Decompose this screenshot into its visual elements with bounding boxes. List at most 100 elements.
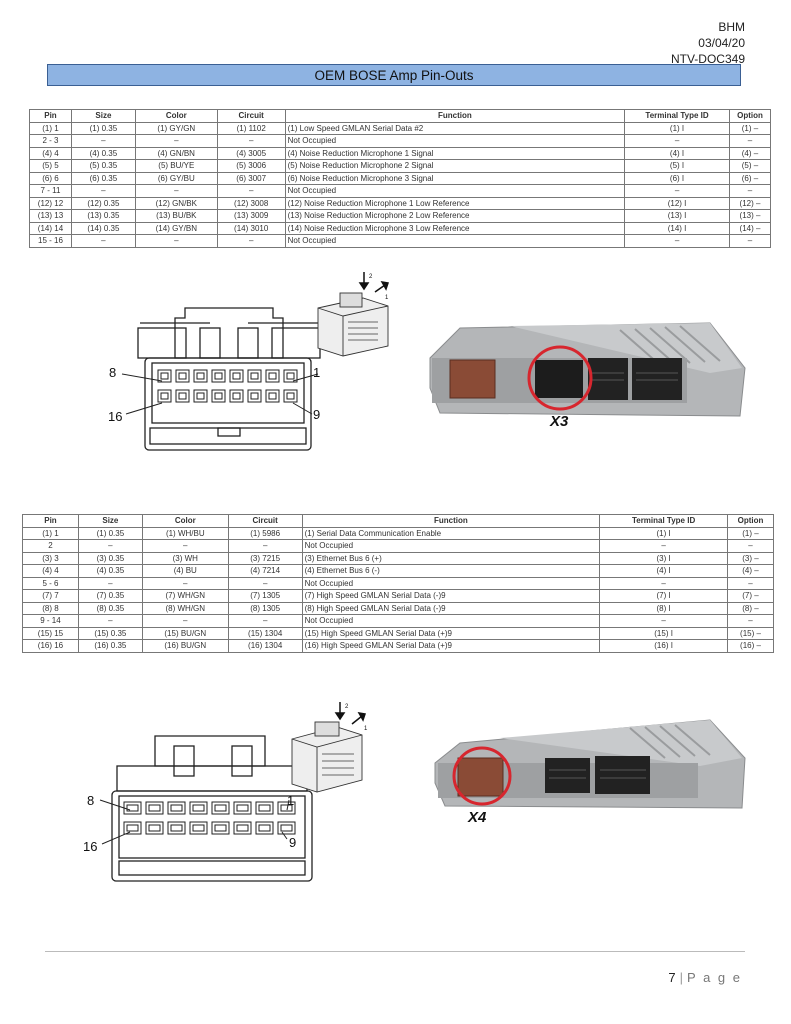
pin-terminal bbox=[192, 804, 205, 812]
table-cell: (1) I bbox=[624, 121, 730, 135]
table-cell: (7) – bbox=[727, 589, 774, 603]
table-cell: (3) 3 bbox=[22, 551, 79, 565]
table-cell: – bbox=[134, 134, 218, 148]
column-header: Option bbox=[728, 109, 772, 123]
table-cell: (12) 3008 bbox=[216, 196, 286, 210]
connector-iso-icon bbox=[291, 721, 363, 793]
table-cell: (15) BU/GN bbox=[141, 626, 229, 640]
table-cell: – bbox=[728, 134, 772, 148]
table-cell: (5) Noise Reduction Microphone 2 Signal bbox=[284, 159, 626, 173]
pin-terminal bbox=[148, 824, 161, 832]
table-cell: – bbox=[727, 576, 774, 590]
table-row: (8) 8(8) 0.35(8) WH/GN(8) 1305(8) High S… bbox=[22, 601, 774, 615]
table-cell: (16) I bbox=[599, 639, 728, 653]
table-cell: (4) 0.35 bbox=[77, 564, 143, 578]
table-cell: (12) I bbox=[624, 196, 730, 210]
pin-label-8: 8 bbox=[87, 793, 94, 808]
table-cell: (1) – bbox=[727, 526, 774, 540]
table-row: (1) 1(1) 0.35(1) GY/GN(1) 1102(1) Low Sp… bbox=[29, 121, 772, 135]
table-cell: (16) 16 bbox=[22, 639, 79, 653]
table-row: 5 - 6–––Not Occupied–– bbox=[22, 576, 774, 590]
column-header: Terminal Type ID bbox=[624, 109, 730, 123]
table-cell: (12) 12 bbox=[29, 196, 72, 210]
table-cell: (1) WH/BU bbox=[141, 526, 229, 540]
pin-cavity bbox=[229, 369, 244, 383]
table-cell: (4) Ethernet Bus 6 (-) bbox=[301, 564, 601, 578]
table-cell: (13) I bbox=[624, 209, 730, 223]
column-header: Function bbox=[284, 109, 626, 123]
table-cell: (14) – bbox=[728, 221, 772, 235]
table-cell: (4) 7214 bbox=[227, 564, 303, 578]
column-header: Color bbox=[141, 514, 229, 528]
table-cell: (3) 7215 bbox=[227, 551, 303, 565]
pin-cavity bbox=[211, 821, 230, 835]
pin-terminal bbox=[126, 804, 139, 812]
pin-cavity bbox=[145, 821, 164, 835]
table-cell: (4) GN/BN bbox=[134, 146, 218, 160]
pin-terminal bbox=[196, 372, 205, 380]
table-cell: – bbox=[77, 539, 143, 553]
table-cell: (5) 3006 bbox=[216, 159, 286, 173]
pin-terminal bbox=[196, 392, 205, 400]
table-cell: (8) High Speed GMLAN Serial Data (-)9 bbox=[301, 601, 601, 615]
pin-terminal bbox=[280, 804, 293, 812]
table-cell: (8) 1305 bbox=[227, 601, 303, 615]
arrow-label-2: 2 bbox=[369, 274, 373, 280]
pin-terminal bbox=[170, 804, 183, 812]
table-cell: – bbox=[624, 134, 730, 148]
footer-page-word: P a g e bbox=[687, 970, 742, 985]
table-row: (3) 3(3) 0.35(3) WH(3) 7215(3) Ethernet … bbox=[22, 551, 774, 565]
table-cell: (4) BU bbox=[141, 564, 229, 578]
amp-photo-x3: X3 bbox=[429, 322, 746, 430]
table-cell: – bbox=[77, 614, 143, 628]
pin-cavity bbox=[283, 389, 298, 403]
table-cell: (12) Noise Reduction Microphone 1 Low Re… bbox=[284, 196, 626, 210]
table-cell: – bbox=[624, 234, 730, 248]
pin-cavity bbox=[265, 389, 280, 403]
table-cell: – bbox=[70, 184, 136, 198]
table-cell: (1) – bbox=[728, 121, 772, 135]
pin-cavity bbox=[265, 369, 280, 383]
pin-terminal bbox=[214, 824, 227, 832]
table-cell: – bbox=[141, 576, 229, 590]
table-cell: 2 bbox=[22, 539, 79, 553]
table-cell: (7) 1305 bbox=[227, 589, 303, 603]
table-body: (1) 1(1) 0.35(1) WH/BU(1) 5986(1) Serial… bbox=[22, 526, 774, 653]
pin-cavity bbox=[211, 801, 230, 815]
pin-terminal bbox=[250, 372, 259, 380]
pin-grid bbox=[123, 801, 296, 835]
table-row: (15) 15(15) 0.35(15) BU/GN(15) 1304(15) … bbox=[22, 626, 774, 640]
table-cell: (4) 4 bbox=[22, 564, 79, 578]
table-cell: – bbox=[216, 234, 286, 248]
table-cell: – bbox=[134, 234, 218, 248]
pin-terminal bbox=[214, 372, 223, 380]
table-cell: (14) Noise Reduction Microphone 3 Low Re… bbox=[284, 221, 626, 235]
pin-label-9: 9 bbox=[289, 835, 296, 850]
pin-label-16: 16 bbox=[83, 839, 97, 854]
pin-terminal bbox=[178, 392, 187, 400]
pin-cavity bbox=[167, 821, 186, 835]
pin-cavity bbox=[277, 801, 296, 815]
table-cell: (14) GY/BN bbox=[134, 221, 218, 235]
table-cell: (6) 6 bbox=[29, 171, 72, 185]
column-header: Pin bbox=[29, 109, 72, 123]
table-cell: (1) 5986 bbox=[227, 526, 303, 540]
table-row: (4) 4(4) 0.35(4) BU(4) 7214(4) Ethernet … bbox=[22, 564, 774, 578]
table-cell: (7) 0.35 bbox=[77, 589, 143, 603]
table-cell: (13) Noise Reduction Microphone 2 Low Re… bbox=[284, 209, 626, 223]
pin-cavity bbox=[211, 389, 226, 403]
table-cell: 5 - 6 bbox=[22, 576, 79, 590]
table-cell: Not Occupied bbox=[301, 576, 601, 590]
table-cell: – bbox=[141, 614, 229, 628]
column-header: Function bbox=[301, 514, 601, 528]
table-cell: (4) Noise Reduction Microphone 1 Signal bbox=[284, 146, 626, 160]
footer-divider bbox=[45, 951, 745, 952]
arrow-label-1: 1 bbox=[385, 295, 389, 301]
direction-arrows-icon bbox=[358, 272, 389, 293]
page-footer: 7|P a g e bbox=[668, 970, 742, 985]
table-cell: – bbox=[728, 234, 772, 248]
table-row: (4) 4(4) 0.35(4) GN/BN(4) 3005(4) Noise … bbox=[29, 146, 772, 160]
